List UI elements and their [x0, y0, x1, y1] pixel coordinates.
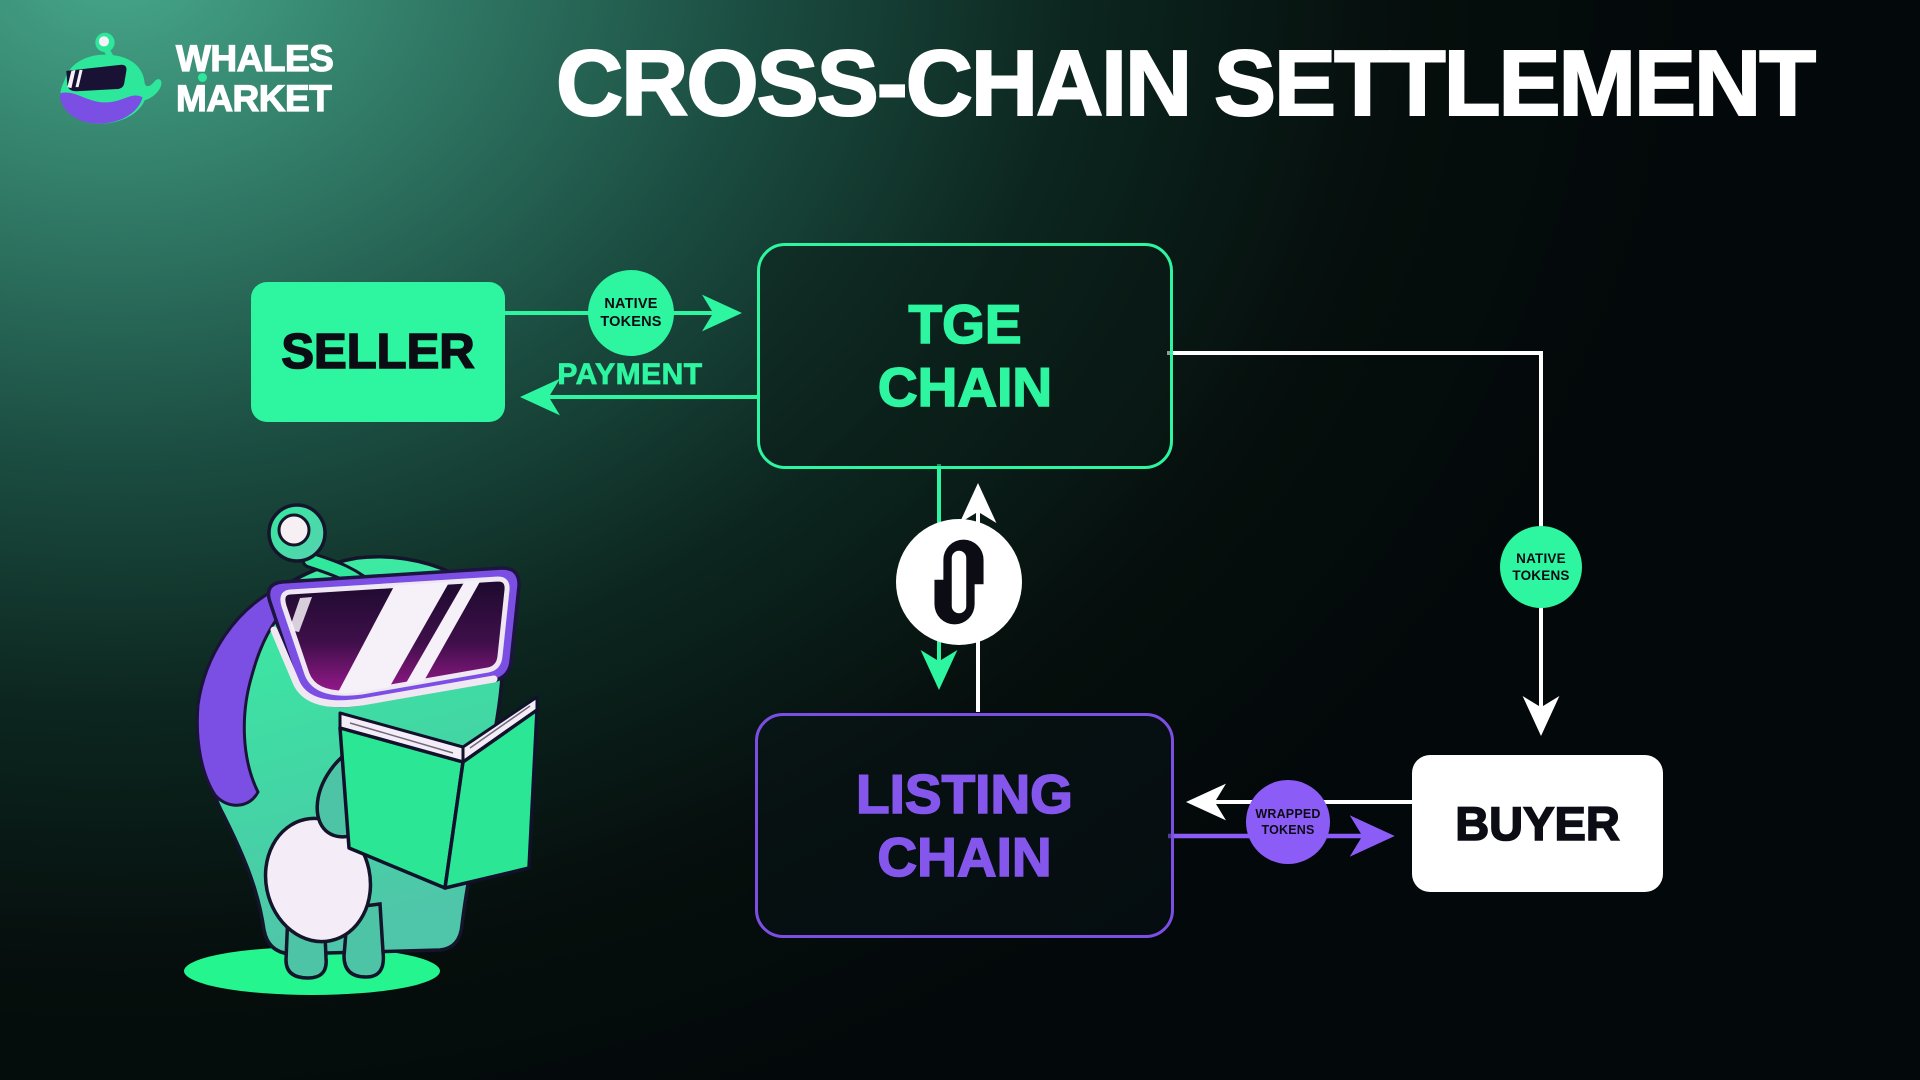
whale-logo-icon — [60, 32, 162, 124]
arrow-tge-to-buyer — [1167, 351, 1560, 736]
brand-logo-lockup: WHALES MARKET — [46, 28, 334, 130]
listing-label-line1: LISTING — [855, 762, 1074, 826]
payment-label: PAYMENT — [557, 358, 703, 392]
node-listing-chain: LISTING CHAIN — [755, 713, 1174, 938]
brand-wordmark: WHALES MARKET — [175, 38, 334, 119]
badge-text: NATIVE — [1516, 551, 1566, 566]
listing-label-line2: CHAIN — [877, 825, 1053, 889]
node-tge-chain: TGE CHAIN — [757, 243, 1173, 469]
badge-text: TOKENS — [1512, 568, 1570, 583]
bridge-circle — [896, 519, 1022, 645]
brand-name-line1: WHALES — [175, 38, 334, 79]
tge-label-line2: CHAIN — [877, 355, 1053, 419]
whale-mascot-illustration — [184, 503, 539, 995]
badge-text: NATIVE — [604, 296, 658, 312]
badge-text: TOKENS — [600, 314, 662, 330]
tge-label-line1: TGE — [908, 292, 1023, 356]
brand-name-line2: MARKET — [175, 78, 332, 119]
page-title: CROSS-CHAIN SETTLEMENT — [555, 30, 1817, 136]
layerzero-icon — [934, 539, 984, 625]
node-seller: SELLER — [251, 282, 505, 422]
book-icon — [338, 695, 539, 890]
brand-green-dot-icon — [198, 73, 207, 82]
badge-native-tokens-left: NATIVE TOKENS — [588, 270, 674, 356]
buyer-label: BUYER — [1454, 796, 1620, 851]
badge-text: WRAPPED — [1255, 807, 1321, 821]
badge-native-tokens-right: NATIVE TOKENS — [1500, 526, 1582, 608]
seller-label: SELLER — [281, 324, 476, 380]
badge-wrapped-tokens: WRAPPED TOKENS — [1246, 780, 1330, 864]
badge-text: TOKENS — [1261, 823, 1315, 837]
node-buyer: BUYER — [1412, 755, 1663, 892]
